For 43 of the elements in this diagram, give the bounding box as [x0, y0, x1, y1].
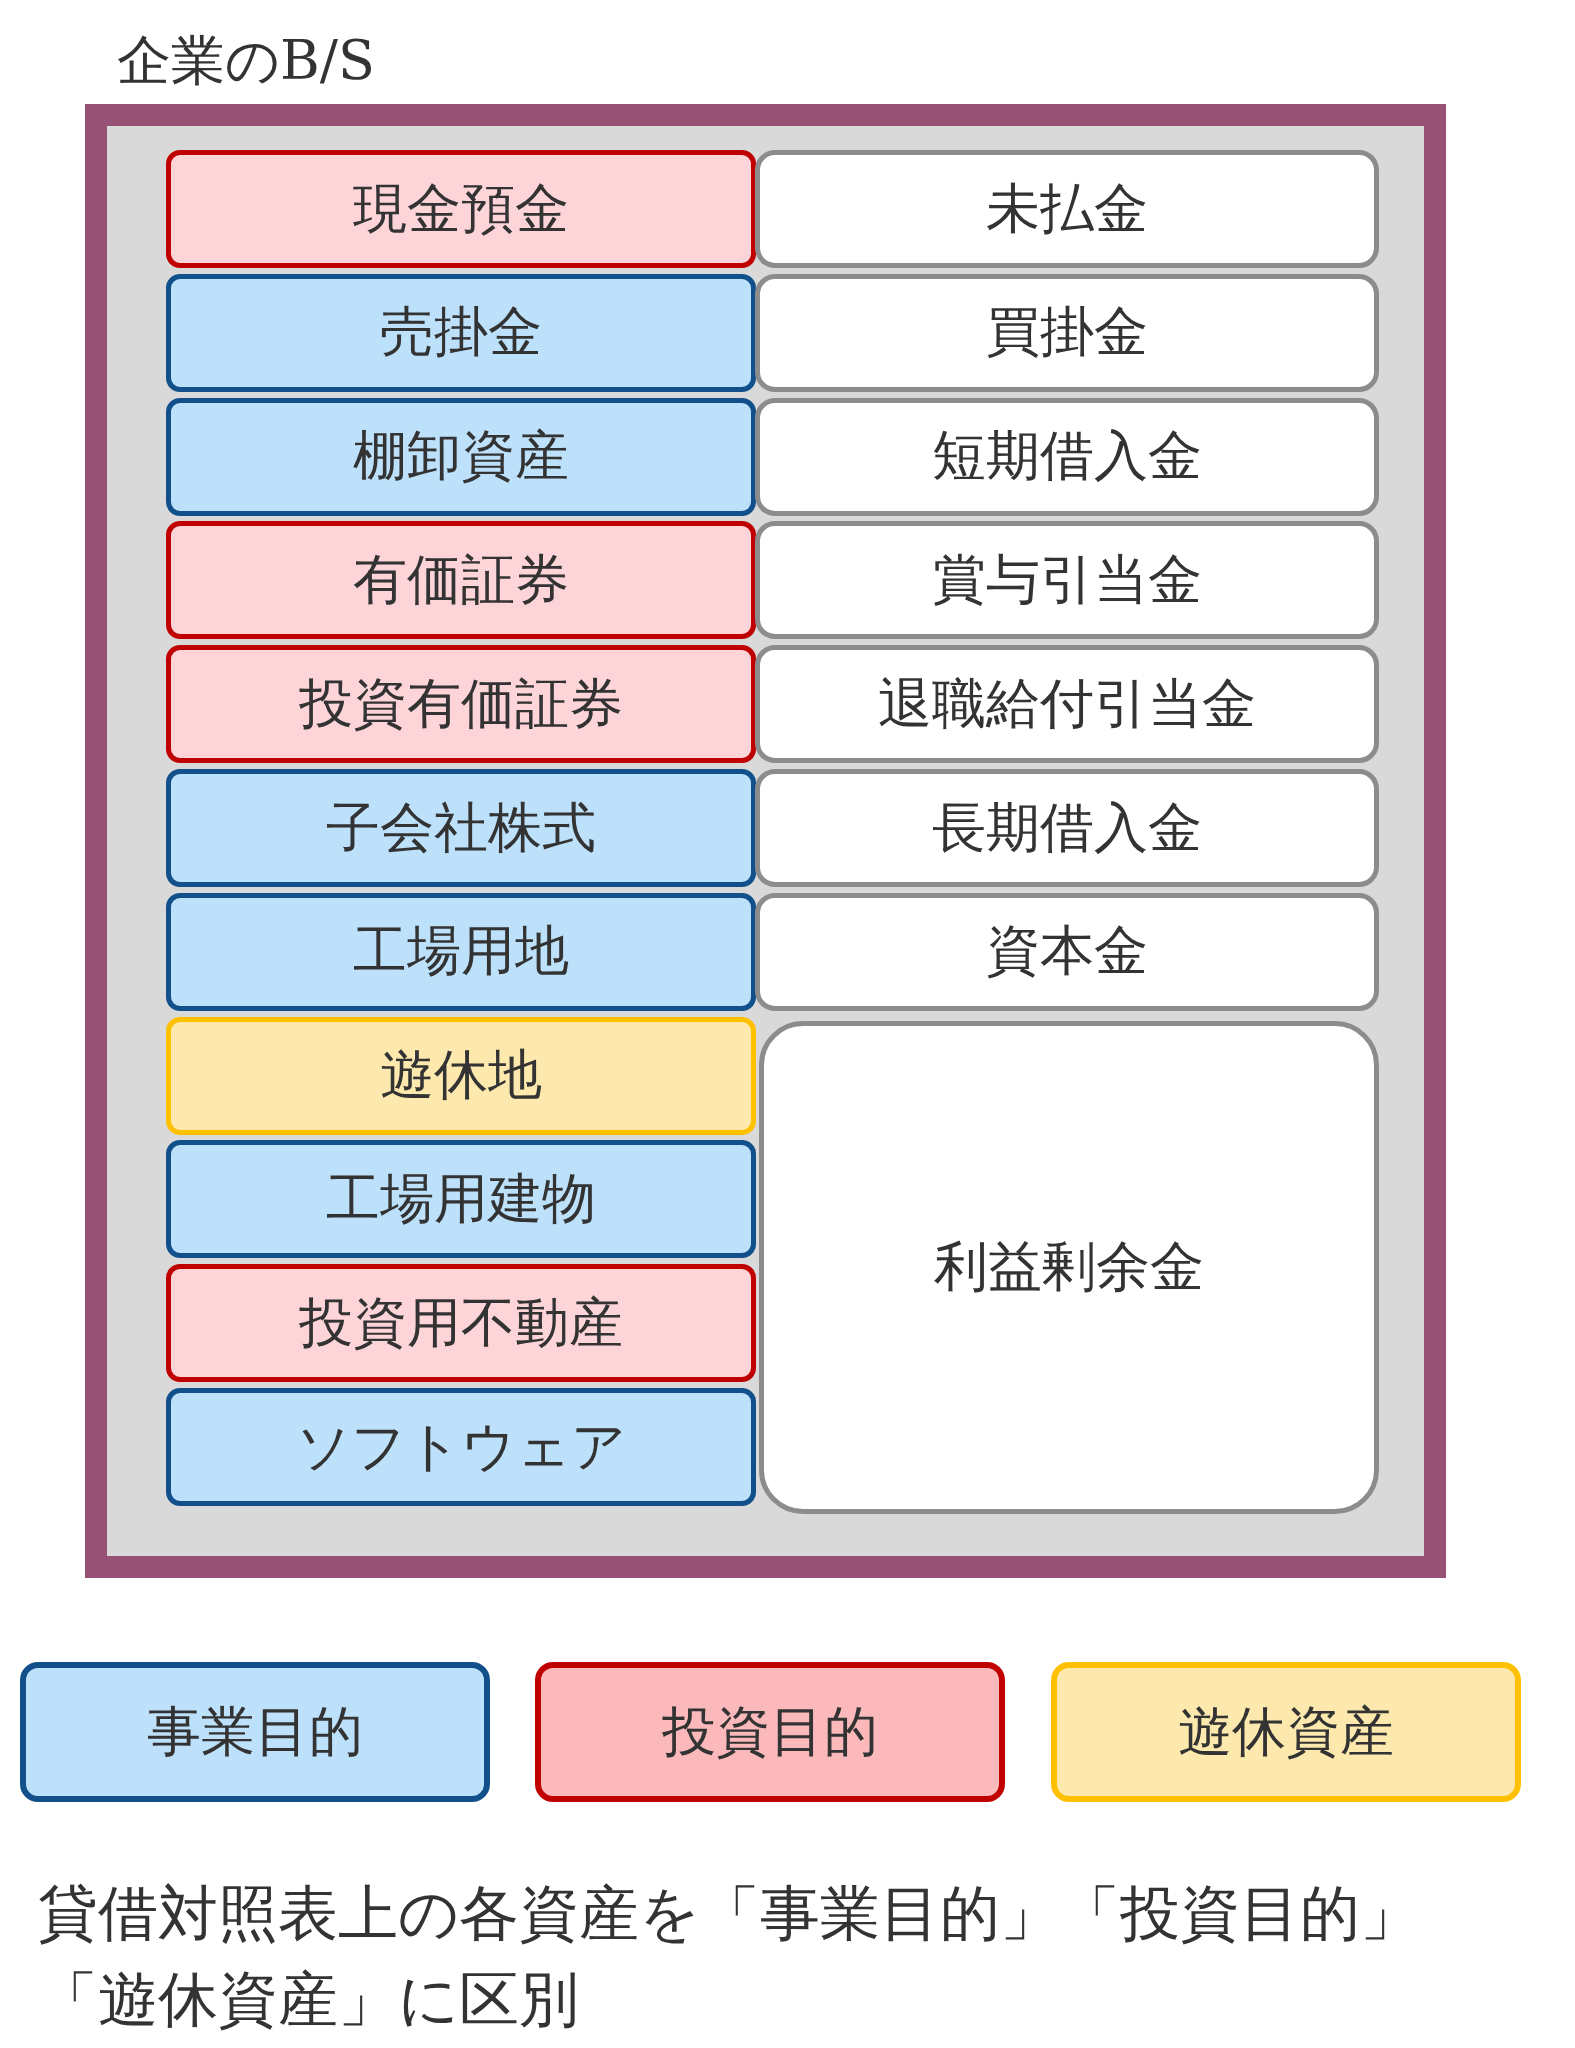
box-label: 投資有価証券 [299, 670, 623, 737]
box-label: 利益剰余金 [934, 1233, 1204, 1300]
equity-box [759, 1020, 1379, 1514]
asset-box [166, 769, 756, 887]
asset-box [166, 1388, 756, 1506]
liability-box [755, 892, 1379, 1011]
asset-box [166, 1140, 756, 1259]
asset-box [166, 521, 756, 640]
asset-box [166, 273, 756, 392]
asset-box [166, 892, 756, 1011]
box-label: 遊休地 [380, 1042, 542, 1109]
asset-box [166, 397, 756, 516]
box-label: ソフトウェア [296, 1413, 626, 1480]
box-label: 買掛金 [986, 299, 1148, 366]
asset-box [166, 1016, 756, 1135]
box-label: 投資用不動産 [299, 1289, 623, 1356]
asset-box [166, 1264, 756, 1383]
box-label: 有価証券 [353, 546, 569, 613]
box-label: 現金預金 [353, 175, 569, 242]
box-label: 工場用地 [353, 918, 569, 985]
liability-box [755, 645, 1379, 764]
box-label: 資本金 [986, 918, 1148, 985]
box-label: 売掛金 [380, 299, 542, 366]
frame-label: 企業のB/S [117, 28, 375, 94]
box-label: 短期借入金 [932, 423, 1202, 490]
box-label: 工場用建物 [326, 1165, 596, 1232]
caption: 貸借対照表上の各資産を「事業目的」「投資目的」「遊休資産」に区別 [38, 1877, 1421, 2036]
legend-label: 投資目的 [662, 1698, 878, 1765]
asset-box [166, 645, 756, 764]
liability-box [755, 769, 1379, 887]
box-label: 子会社株式 [326, 794, 596, 861]
box-label: 未払金 [986, 175, 1148, 242]
legend-label: 遊休資産 [1178, 1698, 1394, 1765]
liability-box [755, 150, 1379, 268]
box-label: 棚卸資産 [353, 423, 569, 490]
asset-box [166, 150, 756, 268]
liability-box [755, 273, 1379, 392]
liability-box [755, 397, 1379, 516]
legend-label: 事業目的 [147, 1698, 363, 1765]
box-label: 長期借入金 [932, 794, 1202, 861]
liability-box [755, 521, 1379, 640]
box-label: 退職給付引当金 [878, 670, 1256, 737]
box-label: 賞与引当金 [932, 546, 1202, 613]
